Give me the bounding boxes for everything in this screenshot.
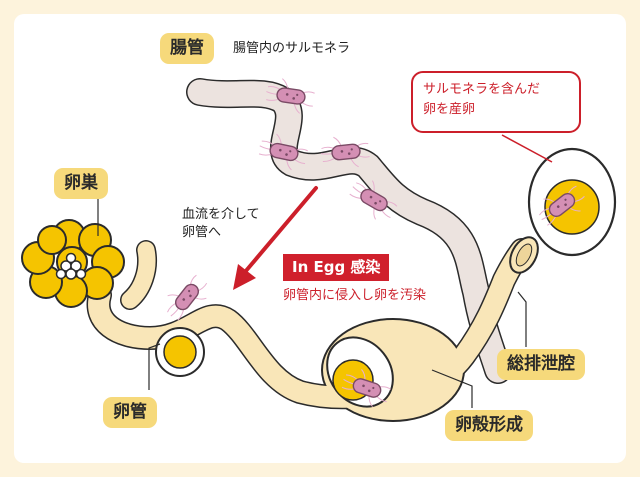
callout-line-1: サルモネラを含んだ <box>423 82 541 97</box>
label-eggshell-formation: 卵殻形成 <box>445 410 533 441</box>
leader-lines <box>97 196 527 408</box>
callout-line-2: 卵を産卵 <box>423 102 476 117</box>
ovary <box>21 219 125 308</box>
label-blood-flow-line-2: 卵管へ <box>182 225 222 240</box>
in-egg-badge: In Egg 感染 <box>283 254 390 281</box>
label-blood-flow-line-1: 血流を介して <box>182 207 260 222</box>
label-cloaca: 総排泄腔 <box>497 349 585 380</box>
in-egg-caption: 卵管内に侵入し卵を汚染 <box>283 288 427 303</box>
label-oviduct: 卵管 <box>103 397 157 428</box>
label-intestine-salmonella: 腸管内のサルモネラ <box>233 41 351 56</box>
label-ovary: 卵巣 <box>54 168 108 199</box>
callout-egg-laying: サルモネラを含んだ 卵を産卵 <box>411 71 581 133</box>
label-blood-flow: 血流を介して 卵管へ <box>182 206 260 242</box>
callout-pointer <box>501 134 553 163</box>
label-intestine: 腸管 <box>160 33 214 64</box>
ovum-in-oviduct <box>155 327 205 377</box>
blood-flow-arrow <box>233 186 318 290</box>
